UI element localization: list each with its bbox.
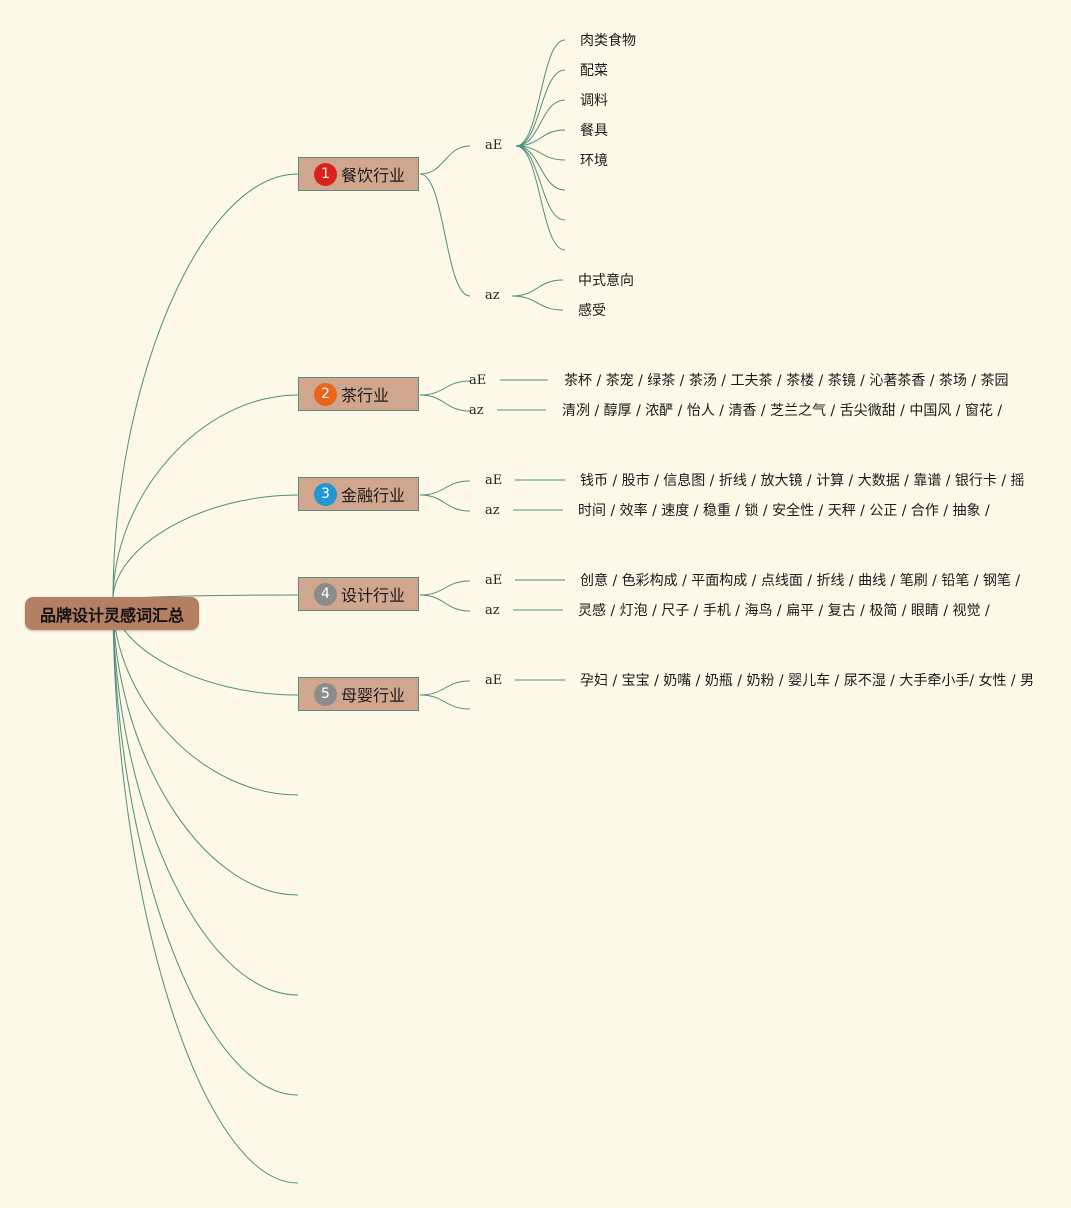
- root-connector: [112, 173, 299, 601]
- root-connector: [112, 599, 299, 1184]
- sub-label[interactable]: az: [485, 288, 500, 303]
- branch-label: 餐饮行业: [341, 166, 406, 185]
- leaf-text[interactable]: 孕妇 / 宝宝 / 奶嘴 / 奶瓶 / 奶粉 / 婴儿车 / 尿不湿 / 大手牵…: [580, 673, 1035, 689]
- leaf-item[interactable]: 餐具: [580, 123, 608, 139]
- leaf-text[interactable]: 创意 / 色彩构成 / 平面构成 / 点线面 / 折线 / 曲线 / 笔刷 / …: [580, 573, 1021, 589]
- branch-connector: [419, 494, 471, 512]
- branch-maternal-infant[interactable]: 5 母婴行业: [298, 677, 419, 711]
- root-connector: [112, 599, 299, 1096]
- sub-label[interactable]: az: [469, 403, 484, 418]
- leaf-connector: [515, 39, 566, 147]
- branch-label: 设计行业: [341, 586, 406, 605]
- branch-label: 茶行业: [341, 386, 390, 405]
- branch-connector: [419, 694, 471, 710]
- branch-label: 母婴行业: [341, 686, 406, 705]
- number-badge: 4: [314, 582, 337, 606]
- branch-connector: [419, 594, 471, 612]
- leaf-text[interactable]: 灵感 / 灯泡 / 尺子 / 手机 / 海鸟 / 扁平 / 复古 / 极简 / …: [578, 603, 990, 619]
- sub-label[interactable]: aE: [485, 573, 503, 588]
- branch-catering[interactable]: 1 餐饮行业: [298, 157, 419, 191]
- leaf-item[interactable]: 肉类食物: [580, 33, 636, 49]
- sub-label[interactable]: aE: [485, 138, 503, 153]
- leaf-item[interactable]: 中式意向: [578, 273, 634, 289]
- root-node[interactable]: 品牌设计灵感词汇总: [25, 597, 199, 630]
- root-connector: [112, 599, 299, 796]
- branch-design[interactable]: 4 设计行业: [298, 577, 419, 611]
- leaf-connector: [515, 145, 566, 251]
- leaf-item[interactable]: 调料: [580, 93, 608, 109]
- leaf-connector: [515, 99, 566, 147]
- sub-label[interactable]: aE: [485, 473, 503, 488]
- root-label: 品牌设计灵感词汇总: [39, 605, 184, 625]
- sub-label[interactable]: aE: [469, 373, 487, 388]
- leaf-item[interactable]: 环境: [580, 153, 608, 169]
- leaf-text[interactable]: 钱币 / 股市 / 信息图 / 折线 / 放大镜 / 计算 / 大数据 / 靠谱…: [580, 473, 1025, 489]
- sub-label[interactable]: az: [485, 503, 500, 518]
- branch-connector: [419, 394, 471, 412]
- branch-connector: [419, 480, 471, 496]
- branch-connector: [419, 173, 471, 297]
- number-badge: 5: [314, 682, 337, 706]
- root-connector: [112, 394, 299, 601]
- number-badge: 3: [314, 482, 337, 506]
- leaf-connector: [515, 129, 566, 147]
- leaf-item[interactable]: 感受: [578, 303, 606, 319]
- sub-label[interactable]: az: [485, 603, 500, 618]
- number-badge: 1: [314, 162, 337, 186]
- sub-label[interactable]: aE: [485, 673, 503, 688]
- root-connector: [112, 494, 299, 601]
- leaf-connector: [515, 145, 566, 191]
- leaf-connector: [515, 145, 566, 221]
- branch-connector: [419, 580, 471, 596]
- branch-connector: [419, 380, 471, 396]
- leaf-connector: [515, 69, 566, 147]
- branch-tea[interactable]: 2 茶行业: [298, 377, 419, 411]
- branch-connector: [419, 145, 471, 175]
- leaf-connector: [511, 295, 564, 311]
- leaf-text[interactable]: 清冽 / 醇厚 / 浓酽 / 怡人 / 清香 / 芝兰之气 / 舌尖微甜 / 中…: [562, 403, 1003, 419]
- branch-label: 金融行业: [341, 486, 406, 505]
- leaf-item[interactable]: 配菜: [580, 63, 608, 79]
- leaf-text[interactable]: 时间 / 效率 / 速度 / 稳重 / 锁 / 安全性 / 天秤 / 公正 / …: [578, 503, 990, 519]
- branch-connector: [419, 680, 471, 696]
- root-connector: [112, 599, 299, 896]
- leaf-connector: [511, 279, 564, 297]
- leaf-text[interactable]: 茶杯 / 茶宠 / 绿茶 / 茶汤 / 工夫茶 / 茶楼 / 茶镜 / 沁著茶香…: [564, 373, 1009, 389]
- number-badge: 2: [314, 382, 337, 406]
- root-connector: [112, 599, 299, 996]
- branch-finance[interactable]: 3 金融行业: [298, 477, 419, 511]
